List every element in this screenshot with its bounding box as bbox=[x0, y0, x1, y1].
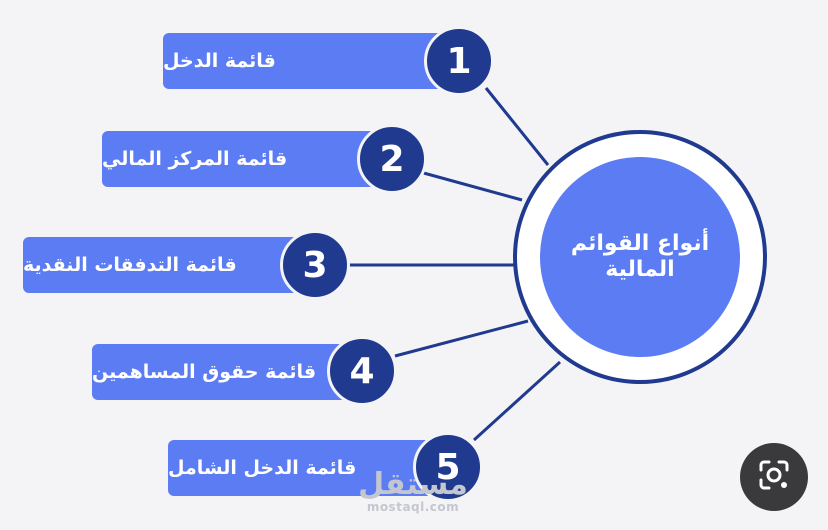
item-label-3: قائمة التدفقات النقدية bbox=[23, 254, 237, 276]
item-number-1: 1 bbox=[446, 40, 472, 82]
item-label-5: قائمة الدخل الشامل bbox=[168, 457, 357, 479]
hub-title: أنواع القوائم المالية bbox=[570, 230, 710, 282]
item-number-2: 2 bbox=[379, 138, 405, 180]
visual-search-button[interactable] bbox=[740, 443, 808, 511]
connector-line-2 bbox=[419, 170, 523, 202]
item-pill-1: قائمة الدخل bbox=[163, 33, 463, 89]
item-label-4: قائمة حقوق المساهمين bbox=[92, 361, 317, 383]
item-number-badge-3: 3 bbox=[280, 230, 350, 300]
item-number-badge-1: 1 bbox=[424, 26, 494, 96]
item-number-4: 4 bbox=[349, 350, 375, 392]
item-label-1: قائمة الدخل bbox=[163, 50, 276, 72]
item-number-5: 5 bbox=[435, 446, 461, 488]
connector-line-5 bbox=[472, 360, 562, 442]
watermark: مستقل mostaql.com bbox=[348, 467, 478, 515]
item-number-3: 3 bbox=[302, 244, 328, 286]
item-pill-5: قائمة الدخل الشامل bbox=[168, 440, 458, 496]
lens-camera-icon bbox=[755, 456, 793, 498]
item-pill-2: قائمة المركز المالي bbox=[102, 131, 397, 187]
item-pill-3: قائمة التدفقات النقدية bbox=[23, 237, 323, 293]
item-number-badge-5: 5 bbox=[413, 432, 483, 502]
connector-line-1 bbox=[484, 87, 550, 166]
item-number-badge-4: 4 bbox=[327, 336, 397, 406]
item-number-badge-2: 2 bbox=[357, 124, 427, 194]
connector-line-4 bbox=[394, 319, 529, 358]
watermark-logo: مستقل bbox=[358, 467, 468, 502]
item-label-2: قائمة المركز المالي bbox=[102, 148, 288, 170]
hub-circle: أنواع القوائم المالية bbox=[540, 157, 740, 357]
watermark-url: mostaql.com bbox=[366, 500, 460, 514]
